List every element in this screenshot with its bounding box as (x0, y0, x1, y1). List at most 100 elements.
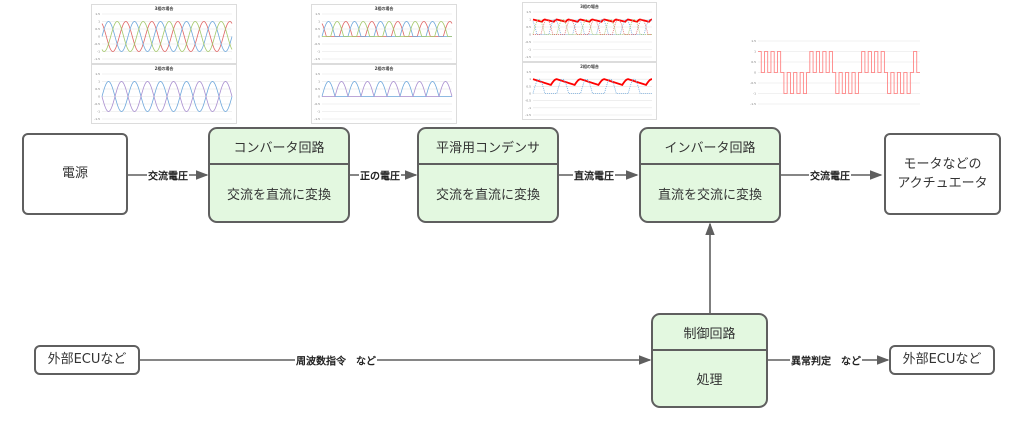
series-line-C (322, 21, 452, 37)
edge-label-positive-voltage: 正の電圧 (359, 167, 401, 183)
node-inverter-title: インバータ回路 (641, 129, 779, 165)
chart-title: 3相の場合 (374, 6, 394, 11)
node-external-ecu-output[interactable]: 外部ECUなど (889, 345, 995, 375)
chart-smooth-3phase: 3相の場合 1.5 1 0.5 0 -0.5 -1 -1.5 (522, 2, 657, 62)
chart-title: 2相の場合 (154, 66, 174, 71)
y-tick-label: 1.5 (315, 12, 320, 16)
series-line-B (101, 81, 233, 112)
y-tick-label: 1 (529, 77, 531, 81)
chart-title: 3相の場合 (580, 4, 599, 9)
node-converter-body: 交流を直流に変換 (226, 187, 331, 203)
y-tick-label: 1 (529, 18, 531, 22)
y-tick-label: -0.5 (750, 81, 756, 85)
y-tick-label: 0 (529, 92, 531, 96)
y-tick-label: -0.5 (94, 102, 100, 106)
y-tick-label: -0.5 (525, 99, 531, 103)
chart-ac-3phase: 3相の場合 1.5 1 0.5 0 -0.5 -1 -1.5 (91, 4, 237, 64)
y-tick-label: 0 (318, 95, 320, 99)
y-tick-label: 1.5 (526, 10, 531, 14)
node-actuator-line1: モータなどの (903, 156, 982, 172)
y-tick-label: 1 (98, 20, 100, 24)
node-inverter-body: 直流を交流に変換 (657, 187, 762, 203)
y-tick-label: 0.5 (95, 87, 100, 91)
node-external-ecu-input-label: 外部ECUなど (47, 352, 127, 368)
y-tick-label: 1.5 (95, 12, 100, 16)
y-tick-label: -1 (317, 110, 320, 114)
node-control-title: 制御回路 (653, 315, 766, 351)
y-tick-label: -1.5 (525, 113, 531, 117)
y-tick-label: -0.5 (94, 42, 100, 46)
y-tick-label: -0.5 (314, 102, 320, 106)
y-tick-label: 1.5 (95, 72, 100, 76)
series-line-B (101, 21, 233, 52)
edge-label-ac-voltage-2: 交流電圧 (809, 167, 851, 183)
y-tick-label: -1 (97, 110, 100, 114)
node-converter-title: コンバータ回路 (210, 129, 348, 165)
series-line-A (532, 78, 652, 94)
node-actuator[interactable]: モータなどの アクチュエータ (884, 133, 1001, 215)
series-line-C (101, 21, 233, 52)
y-tick-label: 0.5 (315, 27, 320, 31)
y-tick-label: 0 (98, 95, 100, 99)
y-tick-label: -0.5 (314, 42, 320, 46)
chart-rect-2phase: 2相の場合 1.5 1 0.5 0 -0.5 -1 -1.5 (311, 64, 457, 124)
series-line-A (101, 21, 233, 52)
y-tick-label: 0.5 (95, 27, 100, 31)
y-tick-label: -1 (317, 50, 320, 54)
y-tick-label: 0 (529, 33, 531, 37)
y-tick-label: -1.5 (94, 117, 100, 121)
y-tick-label: -1.5 (525, 55, 531, 59)
y-tick-label: 1.5 (526, 70, 531, 74)
y-tick-label: 0.5 (526, 84, 531, 88)
series-line-pwm (758, 51, 920, 94)
node-control-circuit[interactable]: 制御回路 処理 (651, 313, 768, 408)
node-smoothing-body: 交流を直流に変換 (435, 187, 540, 203)
chart-title: 2相の場合 (580, 64, 599, 69)
y-tick-label: 1 (754, 50, 756, 54)
edge-label-ac-voltage-1: 交流電圧 (147, 167, 189, 183)
edge-label-dc-voltage: 直流電圧 (573, 167, 615, 183)
y-tick-label: 0.5 (526, 25, 531, 29)
node-external-ecu-input[interactable]: 外部ECUなど (34, 345, 140, 375)
y-tick-label: 0 (754, 71, 756, 75)
y-tick-label: 0 (318, 35, 320, 39)
y-tick-label: 1 (98, 80, 100, 84)
y-tick-label: 1 (318, 20, 320, 24)
node-external-ecu-output-label: 外部ECUなど (902, 352, 982, 368)
node-power-supply-label: 電源 (61, 166, 88, 182)
chart-smooth-2phase: 2相の場合 1.5 1 0.5 0 -0.5 -1 -1.5 (522, 62, 657, 120)
series-line-B (322, 81, 453, 97)
node-power-supply[interactable]: 電源 (22, 133, 128, 215)
node-actuator-line2: アクチュエータ (897, 176, 988, 191)
node-smoothing-title: 平滑用コンデンサ (419, 129, 557, 165)
node-converter-circuit[interactable]: コンバータ回路 交流を直流に変換 (208, 127, 350, 223)
y-tick-label: -1 (528, 106, 531, 110)
y-tick-label: -1 (97, 50, 100, 54)
y-tick-label: 1.5 (315, 72, 320, 76)
y-tick-label: 0.5 (751, 60, 756, 64)
series-line-A (532, 19, 653, 35)
chart-pwm-output: 1.5 1 0.5 0 -0.5 -1 -1.5 (748, 36, 924, 108)
series-line-smoothed (532, 78, 653, 86)
y-tick-label: -1.5 (94, 57, 100, 61)
y-tick-label: -1.5 (314, 117, 320, 121)
y-tick-label: -1 (528, 48, 531, 52)
node-smoothing-capacitor[interactable]: 平滑用コンデンサ 交流を直流に変換 (417, 127, 559, 223)
chart-ac-2phase: 2相の場合 1.5 1 0.5 0 -0.5 -1 -1.5 (91, 64, 237, 124)
chart-title: 3相の場合 (154, 6, 174, 11)
y-tick-label: -1 (753, 92, 756, 96)
node-control-body: 処理 (696, 373, 723, 388)
y-tick-label: 0 (98, 35, 100, 39)
node-inverter-circuit[interactable]: インバータ回路 直流を交流に変換 (639, 127, 781, 223)
y-tick-label: 0.5 (315, 87, 320, 91)
y-tick-label: -1.5 (314, 57, 320, 61)
y-tick-label: -0.5 (525, 40, 531, 44)
series-line-C (533, 19, 652, 35)
edge-label-frequency-command: 周波数指令 など (295, 352, 377, 368)
y-tick-label: -1.5 (750, 102, 756, 106)
chart-rect-3phase: 3相の場合 1.5 1 0.5 0 -0.5 -1 -1.5 (311, 4, 457, 64)
edge-label-fault-detection: 異常判定 など (790, 352, 862, 368)
y-tick-label: 1.5 (751, 39, 756, 43)
chart-title: 2相の場合 (374, 66, 394, 71)
y-tick-label: 1 (318, 80, 320, 84)
